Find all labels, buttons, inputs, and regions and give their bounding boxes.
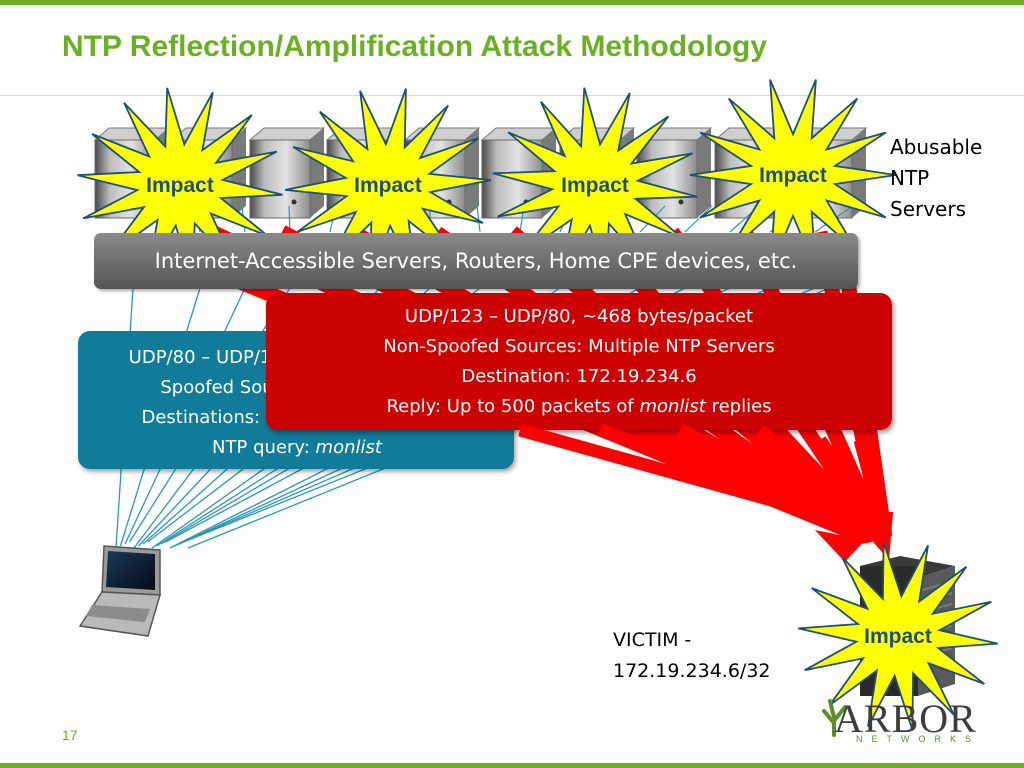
servers-label-line-3: Servers — [890, 197, 967, 221]
infrastructure-bar: Internet-Accessible Servers, Routers, Ho… — [94, 233, 858, 289]
abusable-servers-label: Abusable NTP Servers — [890, 132, 982, 225]
laptop-screen — [106, 551, 155, 590]
reply-line-3: Destination: 172.19.234.6 — [461, 366, 697, 387]
reply-line-1: UDP/123 – UDP/80, ~468 bytes/packet — [404, 306, 754, 327]
server-led — [291, 199, 297, 205]
logo-subtitle: NETWORKS — [856, 734, 981, 744]
query-line-upper — [476, 205, 481, 233]
server-side — [310, 128, 324, 218]
victim-server-front — [860, 566, 918, 696]
slide-title: NTP Reflection/Amplification Attack Meth… — [62, 30, 768, 63]
query-line-4: NTP query: monlist — [78, 433, 516, 463]
impact-label: Impact — [146, 174, 214, 197]
logo-wordmark: ARBOR — [834, 696, 977, 741]
victim-server — [860, 556, 955, 696]
burst-shape — [689, 79, 897, 271]
server-side — [465, 128, 479, 218]
reply-line-4-italic: monlist — [639, 396, 706, 417]
victim-label-line-1: VICTIM - — [613, 629, 692, 651]
servers-label-line-1: Abusable — [890, 135, 983, 159]
impact-label: Impact — [759, 164, 827, 187]
reply-info-box: UDP/123 – UDP/80, ~468 bytes/packet Non-… — [266, 293, 892, 430]
victim-label-line-2: 172.19.234.6/32 — [613, 660, 771, 682]
reply-line-4-prefix: Reply: Up to 500 packets of — [386, 396, 640, 417]
arbor-logo: ARBOR NETWORKS — [814, 695, 984, 755]
attacker-laptop — [78, 545, 161, 637]
impact-burst-icon: Impact — [689, 79, 897, 271]
laptop-keyboard — [86, 605, 150, 622]
infrastructure-label: Internet-Accessible Servers, Routers, Ho… — [154, 249, 798, 273]
server-led — [678, 199, 684, 205]
server-front — [249, 139, 311, 219]
reply-line-2: Non-Spoofed Sources: Multiple NTP Server… — [383, 336, 775, 357]
reply-line-4: Reply: Up to 500 packets of monlist repl… — [266, 392, 892, 422]
query-line-4-italic: monlist — [315, 437, 382, 458]
arbor-tree-icon — [822, 699, 847, 737]
page-number: 17 — [62, 727, 78, 743]
bottom-accent-bar — [0, 763, 1024, 768]
impact-label: Impact — [354, 174, 422, 197]
impact-label: Impact — [561, 174, 629, 197]
victim-label: VICTIM - 172.19.234.6/32 — [613, 625, 771, 687]
query-line-upper — [684, 205, 713, 233]
server-icon — [248, 127, 326, 219]
query-line-4-prefix: NTP query: — [212, 437, 316, 458]
server-front — [636, 139, 698, 219]
servers-label-line-2: NTP — [890, 166, 930, 190]
title-divider — [0, 95, 1024, 96]
reply-line-4-suffix: replies — [705, 396, 772, 417]
top-accent-bar — [0, 0, 1024, 5]
